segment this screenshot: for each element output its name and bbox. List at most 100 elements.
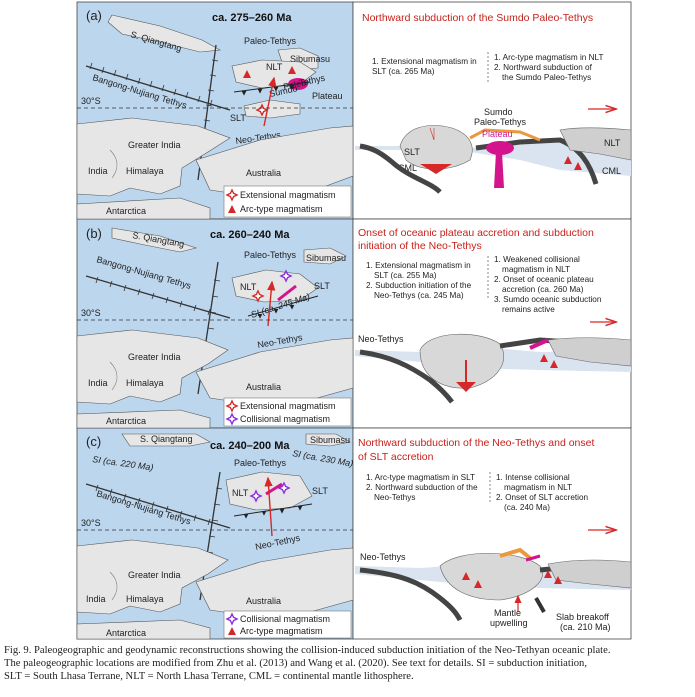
slt-label: SLT (312, 486, 328, 496)
panel-a-letter: (a) (86, 8, 102, 23)
antarctica-landmass (76, 619, 211, 640)
legend-box (223, 610, 352, 639)
legend-item: Arc-type magmatism (240, 626, 323, 636)
s-qiangtang-landmass (107, 14, 221, 53)
india-divide (109, 149, 118, 179)
india-label: India (88, 378, 108, 388)
latitude-label: 30°S (81, 96, 101, 106)
india-divide (109, 361, 118, 391)
australia-landmass (195, 547, 354, 617)
note-right: remains active (502, 305, 555, 314)
slab-breakoff-label: Slab breakoff (556, 612, 609, 622)
note-right: 1. Intense collisional (496, 473, 570, 482)
panel-a-section: Northward subduction of the Sumdo Paleo-… (355, 12, 632, 194)
nlt-body (547, 559, 632, 589)
figure-caption: Fig. 9. Paleogeographic and geodynamic r… (4, 644, 692, 683)
note-left: Neo-Tethys (374, 493, 415, 502)
ext-marks (429, 127, 435, 141)
nlt-xsec-label: NLT (604, 138, 621, 148)
greater-india-label: Greater India (128, 352, 181, 362)
caption-line: Fig. 9. Paleogeographic and geodynamic r… (4, 645, 611, 656)
caption-line: The paleogeographic locations are modifi… (4, 658, 588, 669)
sibumasu-landmass (303, 247, 347, 265)
slab-left (359, 567, 463, 622)
mantle-label: Mantle (494, 608, 521, 618)
sediment (499, 547, 532, 560)
india-label: India (88, 166, 108, 176)
panel-a-map: (a) ca. 275–260 Ma S. Qiangtang Paleo-Te… (76, 8, 354, 220)
caption-line: SLT = South Lhasa Terrane, NLT = North L… (4, 671, 414, 682)
plateau-shape (525, 554, 541, 562)
figure-9: (a) ca. 275–260 Ma S. Qiangtang Paleo-Te… (76, 1, 632, 640)
bangong-suture (85, 65, 231, 111)
note-left: 1. Extensional magmatism in (366, 261, 471, 270)
panel-b-title: Onset of oceanic plateau accretion and s… (358, 227, 594, 239)
latitude-label: 30°S (81, 308, 101, 318)
panel-c-age: ca. 240–200 Ma (210, 440, 290, 452)
slab-left (359, 143, 442, 194)
panel-a-age: ca. 275–260 Ma (212, 12, 292, 24)
panel-b-section: Onset of oceanic plateau accretion and s… (355, 227, 632, 404)
paleo-tethys-label: Paleo-Tethys (244, 250, 297, 260)
red-arrow (264, 476, 273, 537)
bangong-suture (85, 275, 231, 319)
legend-item: Extensional magmatism (240, 401, 336, 411)
upwelling-label: upwelling (490, 618, 528, 628)
panel-b-letter: (b) (86, 226, 102, 241)
sibumasu-label: Sibumasu (290, 54, 330, 64)
sibumasu-label: Sibumasu (306, 253, 346, 263)
bangong-suture (85, 483, 231, 529)
note-right: 1. Weakened collisional (494, 255, 580, 264)
nlt-body (547, 337, 632, 367)
nlt-label: NLT (266, 62, 283, 72)
bangong-ticks (89, 62, 213, 107)
note-right: 2. Onset of SLT accretion (496, 493, 589, 502)
antarctica-landmass (76, 197, 211, 220)
sediment (469, 128, 541, 142)
plateau-label: Plateau (312, 91, 343, 101)
magma-shape (456, 382, 476, 392)
plume-stem (494, 152, 504, 188)
note-right: accretion (ca. 260 Ma) (502, 285, 584, 294)
slt-body (439, 552, 543, 601)
himalaya-label: Himalaya (126, 378, 164, 388)
paleo-tethys-label: Paleo-Tethys (234, 458, 287, 468)
panel-c-letter: (c) (86, 434, 101, 449)
australia-label: Australia (246, 382, 281, 392)
bangong-ticks (95, 276, 211, 316)
cml-left-label: CML (398, 163, 417, 173)
greater-india-label: Greater India (128, 140, 181, 150)
slab-breakoff-piece (534, 597, 546, 613)
note-right: 1. Arc-type magmatism in NLT (494, 53, 604, 62)
note-left: 2. Northward subduction of the (366, 483, 478, 492)
slab-right (475, 137, 599, 185)
note-left: 1. Extensional magmatism in (372, 57, 477, 66)
note-left: SLT (ca. 255 Ma) (374, 271, 437, 280)
sibumasu-landmass (305, 433, 351, 447)
india-divide (109, 571, 118, 601)
plateau-shape (277, 284, 297, 302)
himalaya-label: Himalaya (126, 594, 164, 604)
neo-tethys-xsec-label: Neo-Tethys (358, 334, 404, 344)
subduction-teeth (257, 304, 295, 319)
note-right: magmatism in NLT (502, 265, 570, 274)
slt-label: SLT (314, 281, 330, 291)
legend-item: Collisional magmatism (240, 614, 330, 624)
slt-xsec-label: SLT (404, 147, 420, 157)
himalaya-label: Himalaya (126, 166, 164, 176)
ridge-line (197, 44, 217, 181)
slab-breakoff-age-label: (ca. 210 Ma) (560, 622, 611, 632)
legend-item: Arc-type magmatism (240, 204, 323, 214)
note-right: 2. Onset of oceanic plateau (494, 275, 594, 284)
australia-landmass (195, 125, 354, 197)
panel-c-title: of SLT accretion (358, 451, 434, 463)
india-label: India (86, 594, 106, 604)
paleo-tethys-label: Paleo-Tethys (244, 36, 297, 46)
paleo-tethys-xsec-label: Paleo-Tethys (474, 117, 527, 127)
bangong-ticks (95, 484, 211, 526)
magma-shape (420, 164, 452, 174)
note-right: 3. Sumdo oceanic subduction (494, 295, 602, 304)
nlt-label: NLT (240, 282, 257, 292)
nlt-label: NLT (232, 488, 249, 498)
plateau-xsec-label: Plateau (482, 129, 513, 139)
